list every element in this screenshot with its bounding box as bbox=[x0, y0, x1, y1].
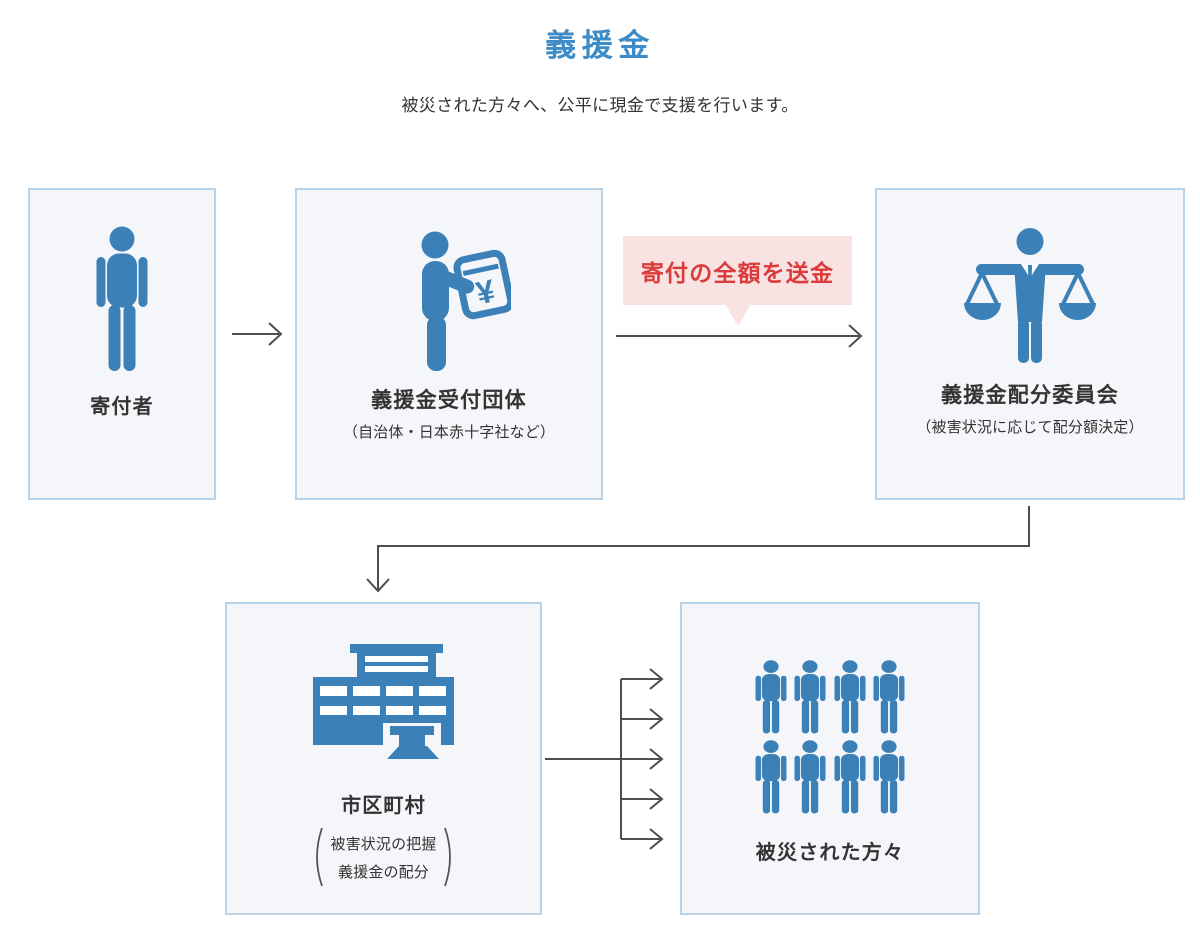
arrow-donor-to-reception bbox=[232, 322, 283, 346]
node-municipality-subline-1: 被害状況の把握 bbox=[330, 835, 437, 853]
node-donor-label: 寄付者 bbox=[90, 396, 154, 418]
people-group-icon bbox=[754, 660, 907, 814]
node-victims: 被災された方々 bbox=[680, 602, 980, 915]
node-donor: 寄付者 bbox=[28, 188, 216, 500]
person-money-icon: ¥ bbox=[421, 230, 515, 372]
page-title: 義援金 bbox=[545, 28, 655, 63]
node-municipality-label: 市区町村 bbox=[341, 795, 426, 817]
node-committee-sublabel: （被害状況に応じて配分額決定） bbox=[916, 419, 1144, 436]
person-icon bbox=[94, 226, 150, 372]
building-icon bbox=[313, 644, 454, 759]
node-reception-label: 義援金受付団体 bbox=[371, 389, 527, 412]
node-municipality-subline-2: 義援金の配分 bbox=[338, 863, 429, 881]
node-committee: 義援金配分委員会 （被害状況に応じて配分額決定） bbox=[875, 188, 1185, 500]
node-reception: ¥ 義援金受付団体 （自治体・日本赤十字社など） bbox=[295, 188, 603, 500]
node-municipality: 市区町村 被害状況の把握 義援金の配分 bbox=[225, 602, 542, 915]
scales-icon bbox=[964, 227, 1096, 365]
node-municipality-sublabel: 被害状況の把握 義援金の配分 bbox=[310, 826, 456, 888]
left-paren-icon bbox=[316, 827, 324, 887]
arrow-municipality-to-victims bbox=[545, 668, 664, 850]
node-reception-sublabel: （自治体・日本赤十字社など） bbox=[342, 424, 556, 441]
node-victims-label: 被災された方々 bbox=[755, 842, 905, 864]
remittance-callout: 寄付の全額を送金 bbox=[623, 236, 852, 326]
arrow-committee-to-municipality bbox=[366, 506, 1030, 593]
arrow-reception-to-committee bbox=[616, 324, 863, 348]
remittance-callout-label: 寄付の全額を送金 bbox=[640, 259, 835, 286]
page-subtitle: 被災された方々へ、公平に現金で支援を行います。 bbox=[401, 96, 799, 115]
node-committee-label: 義援金配分委員会 bbox=[940, 384, 1120, 407]
right-paren-icon bbox=[443, 827, 451, 887]
